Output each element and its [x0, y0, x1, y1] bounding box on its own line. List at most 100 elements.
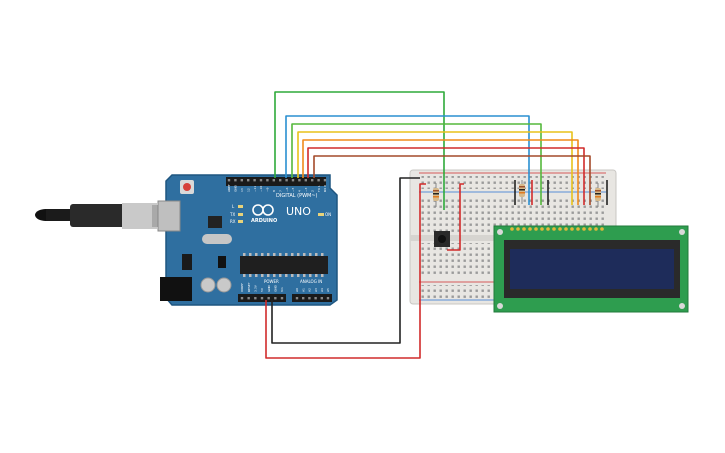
chip-pin: [291, 253, 294, 256]
digital-pin-hole: [227, 179, 231, 182]
chip-pin: [321, 253, 324, 256]
power-pin-hole: [240, 297, 244, 300]
digital-pin-label: ~11: [253, 186, 257, 192]
analog-pin-hole: [320, 297, 323, 300]
digital-pin-label: 2: [310, 190, 314, 192]
chip-pin: [303, 274, 306, 277]
chip-pin: [291, 274, 294, 277]
digital-pin-hole: [253, 179, 256, 182]
wire-green: [274, 91, 445, 210]
chip-pin: [243, 253, 246, 256]
digital-pin-hole: [240, 179, 243, 182]
lcd-pin: [582, 227, 586, 231]
wire-brown: [313, 155, 591, 205]
lcd-pin: [546, 227, 550, 231]
chip-pin: [309, 253, 312, 256]
digital-pin-hole: [272, 179, 275, 182]
analog-pin-label: A0: [295, 288, 299, 292]
crystal: [202, 234, 232, 244]
chip-pin: [267, 253, 270, 256]
push-button: [434, 231, 450, 247]
power-pin-label: GND: [274, 284, 278, 292]
power-pin-label: IOREF: [240, 283, 244, 292]
icsp-header: [218, 256, 226, 268]
lcd-pin: [594, 227, 598, 231]
lcd-pin: [588, 227, 592, 231]
digital-pin-label: 4: [298, 190, 302, 192]
analog-pin-hole: [302, 297, 305, 300]
digital-pin-hole: [317, 179, 320, 182]
power-pin-label: 5V: [260, 287, 264, 292]
digital-pin-hole: [285, 179, 288, 182]
power-label: POWER: [264, 279, 279, 284]
logo-text: ARDUINO: [251, 218, 277, 224]
power-pin-hole: [267, 297, 270, 300]
power-pin-label: 3.3V: [254, 284, 258, 292]
led-label-tx: TX: [229, 212, 235, 217]
usb-chip: [208, 216, 222, 228]
power-pin-hole: [254, 297, 257, 300]
chip-pin: [273, 274, 276, 277]
digital-pin-hole: [291, 179, 295, 182]
chip-pin: [285, 253, 288, 256]
digital-pin-label: ~5: [291, 187, 295, 192]
analog-pin-hole: [314, 297, 317, 300]
chip-pin: [255, 253, 258, 256]
analog-pin-hole: [326, 297, 330, 300]
power-pin-hole: [280, 297, 284, 300]
chip-pin: [279, 274, 282, 277]
digital-pin-label: ~3: [304, 187, 308, 192]
lcd-pin: [564, 227, 568, 231]
lcd-pin: [570, 227, 574, 231]
chip-pin: [255, 274, 258, 277]
led-label-l: L: [232, 204, 235, 209]
power-pin-hole: [274, 297, 277, 300]
chip-pin: [297, 253, 300, 256]
lcd-screen: [510, 249, 674, 289]
led-label-rx: RX: [230, 219, 236, 224]
digital-pin-hole: [311, 179, 314, 182]
voltage-regulator: [182, 254, 192, 270]
lcd-pin: [552, 227, 556, 231]
analog-pin-label: A3: [314, 288, 318, 292]
lcd-pin: [516, 227, 520, 231]
analog-pin-label: A1: [301, 288, 305, 292]
model-text: UNO: [286, 205, 311, 218]
power-pin-label: RESET: [247, 282, 251, 292]
wire-gnd-black: [271, 177, 420, 344]
chip-pin: [273, 253, 276, 256]
digital-pin-hole: [304, 179, 307, 182]
chip-pin: [309, 274, 312, 277]
power-pin-hole: [260, 297, 264, 300]
wire-button-red: [447, 183, 464, 251]
digital-pin-label: ~10: [259, 186, 263, 192]
analog-pin-label: A5: [326, 288, 330, 292]
wire-blue: [285, 115, 530, 205]
wire-lightgreen: [291, 123, 542, 205]
digital-pin-hole: [266, 179, 269, 182]
chip-pin: [315, 253, 318, 256]
capacitor-1: [200, 277, 216, 293]
digital-pin-hole: [323, 179, 327, 182]
digital-pin-label: 8: [272, 190, 276, 192]
lcd-pin: [528, 227, 532, 231]
power-pin-label: GND: [267, 284, 271, 292]
digital-label: DIGITAL (PWM~): [276, 193, 318, 199]
status-leds: L TX RX ON: [229, 204, 331, 224]
chip-pin: [285, 274, 288, 277]
chip-pin: [261, 253, 264, 256]
lcd-pin: [558, 227, 562, 231]
digital-pin-hole: [259, 179, 263, 182]
resistor-3: [595, 183, 601, 207]
analog-label: ANALOG IN: [300, 279, 322, 284]
analog-pin-label: A4: [320, 288, 324, 292]
usb-port: [157, 200, 181, 232]
usb-cable: [35, 203, 178, 229]
power-pin-label: Vin: [280, 287, 284, 292]
digital-pin-hole: [247, 179, 250, 182]
lcd-pin: [534, 227, 538, 231]
wire-yellow: [297, 131, 573, 205]
digital-pin-label: 7: [278, 190, 282, 192]
chip-pin: [321, 274, 324, 277]
